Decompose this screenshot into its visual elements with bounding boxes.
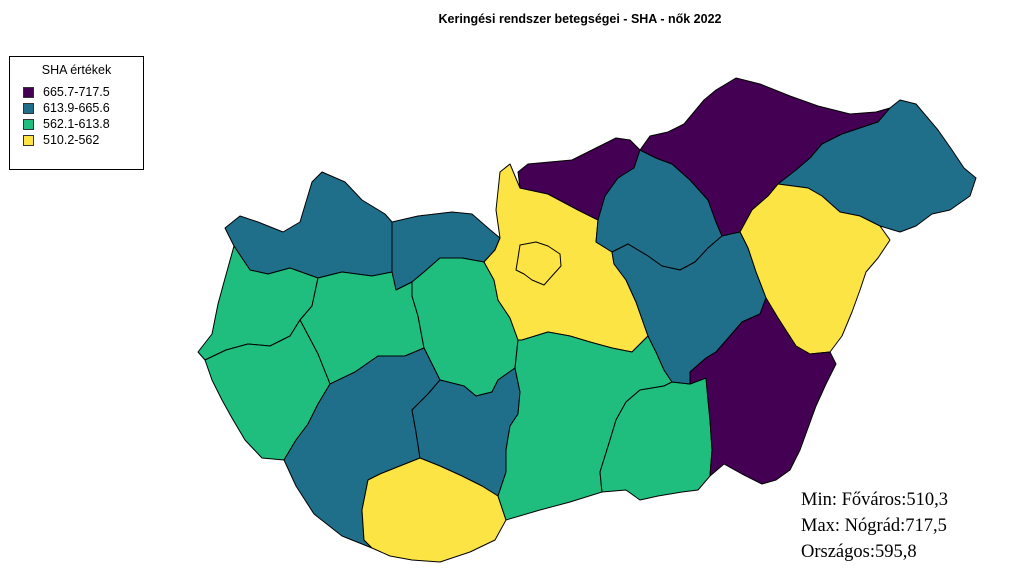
legend-label: 613.9-665.6 [43,101,110,115]
stats-panel: Min: Főváros:510,3 Max: Nógrád:717,5 Ors… [801,487,948,565]
stat-national: Országos:595,8 [801,542,917,562]
legend-label: 510.2-562 [43,133,100,147]
legend-title: SHA értékek [41,63,112,77]
legend-item: 665.7-717.5 [23,85,110,99]
legend-item: 510.2-562 [23,133,99,147]
legend-swatch [23,102,34,114]
stat-min: Min: Főváros:510,3 [801,490,948,510]
county-nograd [517,137,641,221]
legend-item: 562.1-613.8 [23,117,110,131]
county-baranya [361,457,507,563]
legend-swatch [23,134,34,146]
county-bekes [689,297,837,485]
map-title: Keringési rendszer betegségei - SHA - nő… [438,12,722,26]
county-budapest [515,241,562,286]
county-gyor-moson-sopron [224,171,393,279]
legend-label: 562.1-613.8 [43,117,110,131]
legend-swatch [23,86,34,98]
legend-label: 665.7-717.5 [43,85,110,99]
stat-max: Max: Nógrád:717,5 [801,516,947,536]
legend-swatch [23,118,34,130]
legend: SHA értékek 665.7-717.5 613.9-665.6 562.… [9,56,144,170]
legend-item: 613.9-665.6 [23,101,110,115]
